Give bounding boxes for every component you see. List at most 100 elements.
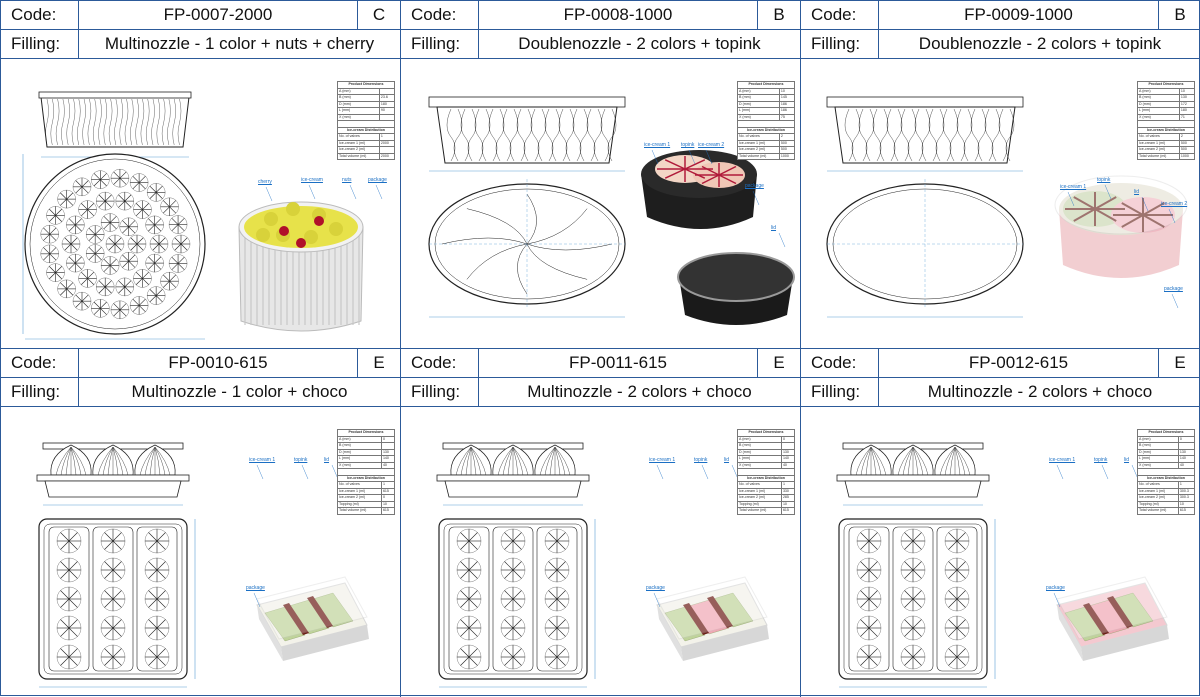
- callout-leader: [701, 464, 709, 480]
- callout-leader: [1056, 464, 1064, 480]
- spacer-cell: [337, 120, 395, 128]
- grade-letter: E: [773, 353, 785, 372]
- table-header-row: Product Dimensions: [337, 81, 395, 89]
- filling-description: Multinozzle - 1 color + nuts + cherry: [104, 34, 375, 53]
- filling-description: Multinozzle - 2 colors + choco: [927, 382, 1153, 401]
- product-render: [641, 150, 795, 325]
- callout-label: topink: [681, 142, 695, 148]
- dim-value: [378, 113, 396, 121]
- product-render: [256, 576, 369, 661]
- product-render: [238, 201, 364, 332]
- callout-label: ice-cream 2: [1161, 201, 1188, 207]
- callout-label: ice-cream 2: [698, 142, 725, 148]
- dist-name: Total volume (ml): [1137, 152, 1180, 160]
- filling-label: Filling:: [1, 378, 79, 406]
- callout-label: lid: [771, 225, 777, 231]
- table-row: B (mm)130: [1137, 94, 1196, 102]
- grade-letter: B: [773, 5, 785, 24]
- callout-label: package: [368, 177, 387, 183]
- callout-label: topink: [294, 457, 308, 463]
- dim-value: 180: [378, 100, 396, 108]
- callout-leader: [1171, 293, 1179, 309]
- dim-value: 186: [778, 100, 796, 108]
- callout-label: topink: [1097, 177, 1111, 183]
- dist-name: Total volume (ml): [737, 507, 782, 515]
- top-view: [838, 518, 996, 688]
- filling-description: Doublenozzle - 2 colors + topink: [518, 34, 761, 53]
- dim-value: 172: [1178, 100, 1196, 108]
- callout-label: topink: [694, 457, 708, 463]
- callout-leader: [651, 149, 659, 165]
- product-code: FP-0009-1000: [879, 1, 1159, 29]
- callout-leader: [349, 184, 357, 200]
- table-row: X (mm): [337, 113, 396, 121]
- callout-leader: [1168, 208, 1176, 224]
- table-spacer-row: [737, 120, 795, 128]
- side-view: [36, 442, 190, 506]
- code-label: Code:: [1, 349, 79, 377]
- callout-label: lid: [324, 457, 330, 463]
- dim-value: 10: [1178, 87, 1196, 95]
- callout-label: package: [646, 585, 665, 591]
- top-view: [826, 179, 1024, 318]
- callout-leader: [688, 149, 696, 165]
- table-row: A (mm)10: [1137, 87, 1196, 95]
- product-code: FP-0012-615: [879, 349, 1159, 377]
- code-label: Code:: [401, 1, 479, 29]
- dist-name: Total volume (ml): [737, 152, 780, 160]
- callout-leader: [256, 464, 264, 480]
- table-spacer-row: [1137, 120, 1195, 128]
- callout-leader: [301, 464, 309, 480]
- top-view: [38, 518, 196, 688]
- filling-label: Filling:: [1, 30, 79, 58]
- callout-label: ice-cream 1: [249, 457, 276, 463]
- filling-description: Doublenozzle - 2 colors + topink: [918, 34, 1162, 53]
- callout-leader: [1141, 196, 1149, 212]
- dims-title: Product Dimensions: [737, 81, 795, 89]
- drawing-svg: [826, 96, 1188, 318]
- table-header-row: Product Dimensions: [1137, 81, 1195, 89]
- side-view: [826, 96, 1024, 172]
- dim-value: [378, 87, 396, 95]
- callout-leader: [656, 464, 664, 480]
- table-row: D (mm)172: [1137, 100, 1196, 108]
- callout-label: topink: [1094, 457, 1108, 463]
- table-row: B (mm)23.6: [337, 94, 396, 102]
- callout-label: package: [745, 183, 764, 189]
- callout-label: ice-cream 1: [649, 457, 676, 463]
- top-view: [22, 153, 206, 340]
- table-row: B (mm)145: [737, 94, 796, 102]
- dist-value: 1000: [1178, 152, 1196, 160]
- dist-name: Total volume (ml): [1137, 507, 1179, 515]
- callout-leader: [1104, 184, 1112, 200]
- table-row: X (mm)75: [737, 113, 796, 121]
- callout-label: ice-cream 1: [644, 142, 671, 148]
- callout-leader: [1067, 191, 1075, 207]
- spacer-cell: [737, 120, 795, 128]
- callout-leader: [1053, 592, 1061, 608]
- dims-title: Product Dimensions: [1137, 81, 1195, 89]
- callout-label: package: [246, 585, 265, 591]
- side-view: [436, 442, 590, 506]
- product-code: FP-0011-615: [479, 349, 758, 377]
- drawing-svg: [836, 442, 1176, 688]
- filling-row: Filling:Multinozzle - 1 color + choco: [1, 378, 400, 407]
- callout-leader: [705, 149, 713, 165]
- filling-row: Filling:Multinozzle - 2 colors + choco: [801, 378, 1200, 407]
- drawing-svg: [22, 91, 383, 340]
- filling-row: Filling: Multinozzle - 1 color + nuts + c…: [1, 30, 400, 59]
- product-code: FP-0010-615: [79, 349, 358, 377]
- table-row: L (mm)186: [737, 107, 796, 115]
